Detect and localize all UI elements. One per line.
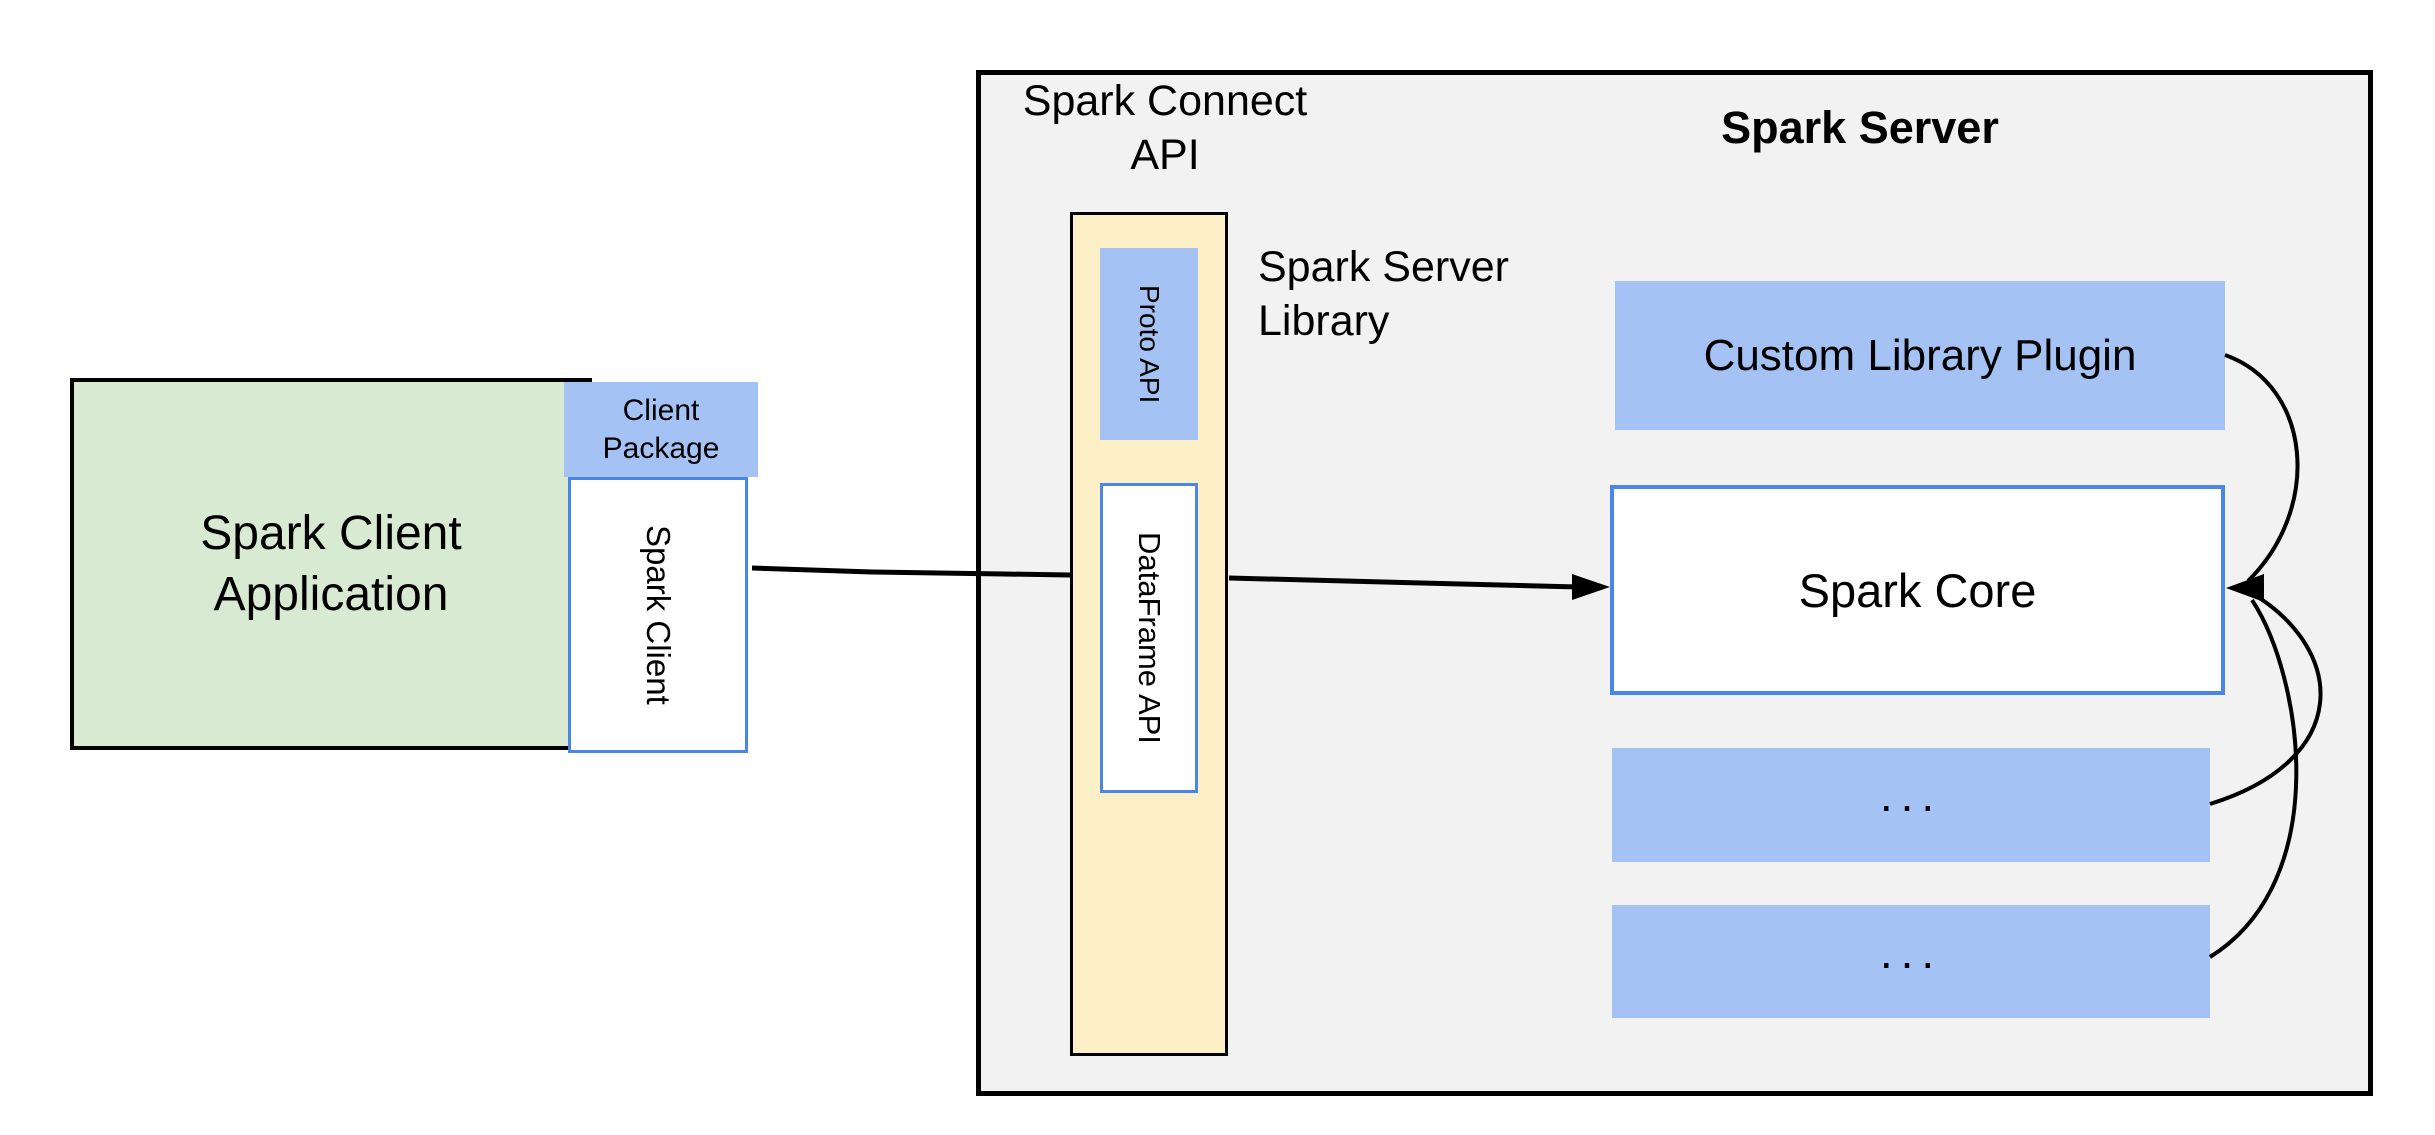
more-plugins-box-1-label: ... (1879, 769, 1943, 821)
spark-core-label: Spark Core (1798, 563, 2037, 617)
spark-connect-api-title: Spark Connect API (1022, 77, 1308, 180)
spark-client-application-box: Spark Client Application (70, 378, 592, 750)
client-package-box: Client Package (564, 382, 758, 477)
custom-library-plugin-box: Custom Library Plugin (1615, 281, 2225, 430)
spark-client-label: Spark Client (640, 525, 677, 705)
spark-client-box: Spark Client (568, 477, 748, 753)
more-plugins-box-2: ... (1612, 905, 2210, 1018)
custom-library-plugin-label: Custom Library Plugin (1703, 330, 2137, 380)
spark-core-box: Spark Core (1610, 485, 2225, 695)
dataframe-api-box: DataFrame API (1100, 483, 1198, 793)
proto-api-box: Proto API (1100, 248, 1198, 440)
proto-api-label: Proto API (1134, 284, 1165, 404)
spark-client-application-label: Spark Client Application (200, 506, 462, 621)
spark-server-library-label: Spark Server Library (1258, 243, 1509, 346)
dataframe-api-label: DataFrame API (1132, 532, 1167, 744)
more-plugins-box-2-label: ... (1879, 925, 1943, 978)
client-package-label: Client Package (602, 394, 720, 465)
more-plugins-box-1: ... (1612, 748, 2210, 862)
spark-server-title: Spark Server (1721, 102, 1999, 153)
